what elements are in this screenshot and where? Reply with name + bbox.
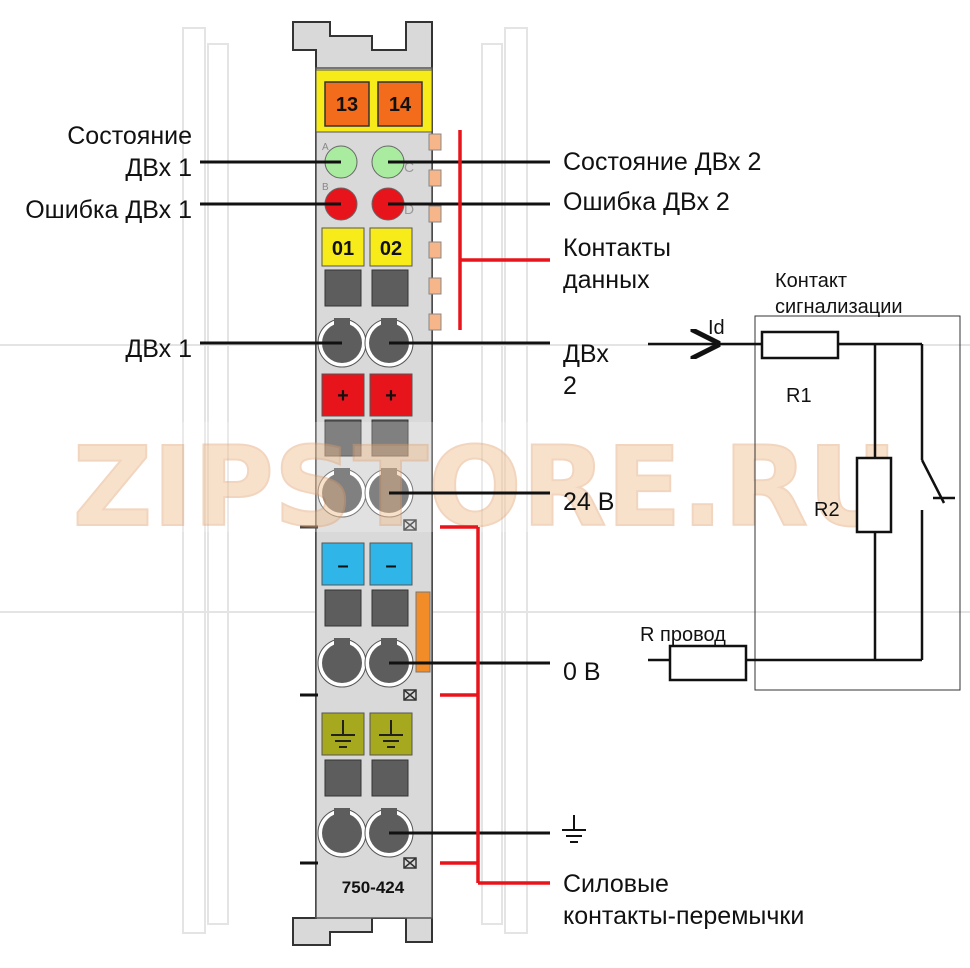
tag-ground-2	[369, 712, 413, 756]
label-input-2-line2: 2	[563, 372, 577, 400]
sensor-circuit: Контакт сигнализации Id R1 R2 R провод	[640, 270, 961, 691]
data-contacts-pins	[428, 133, 442, 331]
tag-13	[324, 81, 370, 127]
minus-2-text: –	[385, 555, 396, 577]
left-jumper-ticks	[300, 525, 318, 865]
tag-02	[369, 227, 413, 267]
leader-lines	[200, 160, 550, 835]
switch-contact	[920, 459, 946, 504]
tag-14-text: 14	[389, 94, 412, 116]
led-letter-d: D	[404, 201, 414, 217]
led-letter-b: B	[322, 182, 329, 193]
r1-label: R1	[786, 385, 812, 407]
plus-1-text: +	[337, 385, 349, 407]
tag-minus-2	[369, 542, 413, 586]
tag-minus-1	[321, 542, 365, 586]
label-error-1: Ошибка ДВх 1	[25, 196, 192, 224]
side-release-tab	[415, 591, 431, 673]
label-input-2-line1: ДВх	[563, 340, 609, 368]
tag-plus-1	[321, 373, 365, 417]
power-jumper-markers	[403, 519, 417, 869]
label-status-1-line2: ДВх 1	[125, 154, 192, 182]
release-buttons	[324, 269, 409, 797]
resistor-r1	[760, 330, 840, 360]
ground-symbol	[562, 815, 586, 843]
circuit-frame	[754, 315, 961, 691]
model-number: 750-424	[342, 878, 405, 897]
tag-13-text: 13	[336, 94, 358, 116]
tag-ground-1	[321, 712, 365, 756]
watermark: ZIPSTORE.RU	[20, 422, 950, 552]
r2-label: R2	[814, 499, 840, 521]
tag-01-text: 01	[332, 238, 354, 260]
label-24v: 24 В	[563, 488, 614, 516]
label-data-contacts-line1: Контакты	[563, 234, 671, 262]
label-0v: 0 В	[563, 658, 601, 686]
plus-2-text: +	[385, 385, 397, 407]
label-status-1-line1: Состояние	[67, 122, 192, 150]
label-input-1: ДВх 1	[125, 335, 192, 363]
current-label: Id	[708, 317, 725, 339]
label-data-contacts-line2: данных	[563, 266, 650, 294]
tag-plus-2	[369, 373, 413, 417]
label-status-2: Состояние ДВх 2	[563, 148, 761, 176]
tag-02-text: 02	[380, 238, 402, 260]
minus-1-text: –	[337, 555, 348, 577]
label-error-2: Ошибка ДВх 2	[563, 188, 730, 216]
r-wire-label: R провод	[640, 624, 726, 646]
watermark-text: ZIPSTORE.RU	[73, 423, 898, 551]
resistor-wire	[668, 644, 748, 682]
led-letter-a: A	[322, 142, 329, 153]
tag-01	[321, 227, 365, 267]
tag-14	[377, 81, 423, 127]
circuit-title-line2: сигнализации	[775, 296, 903, 318]
label-power-contacts-line2: контакты-перемычки	[563, 902, 804, 930]
led-letter-c: C	[404, 159, 414, 175]
resistor-r2	[855, 456, 893, 534]
circuit-title-line1: Контакт	[775, 270, 847, 292]
red-brackets	[440, 130, 550, 885]
label-power-contacts-line1: Силовые	[563, 870, 669, 898]
terminal-row-2	[317, 468, 414, 518]
